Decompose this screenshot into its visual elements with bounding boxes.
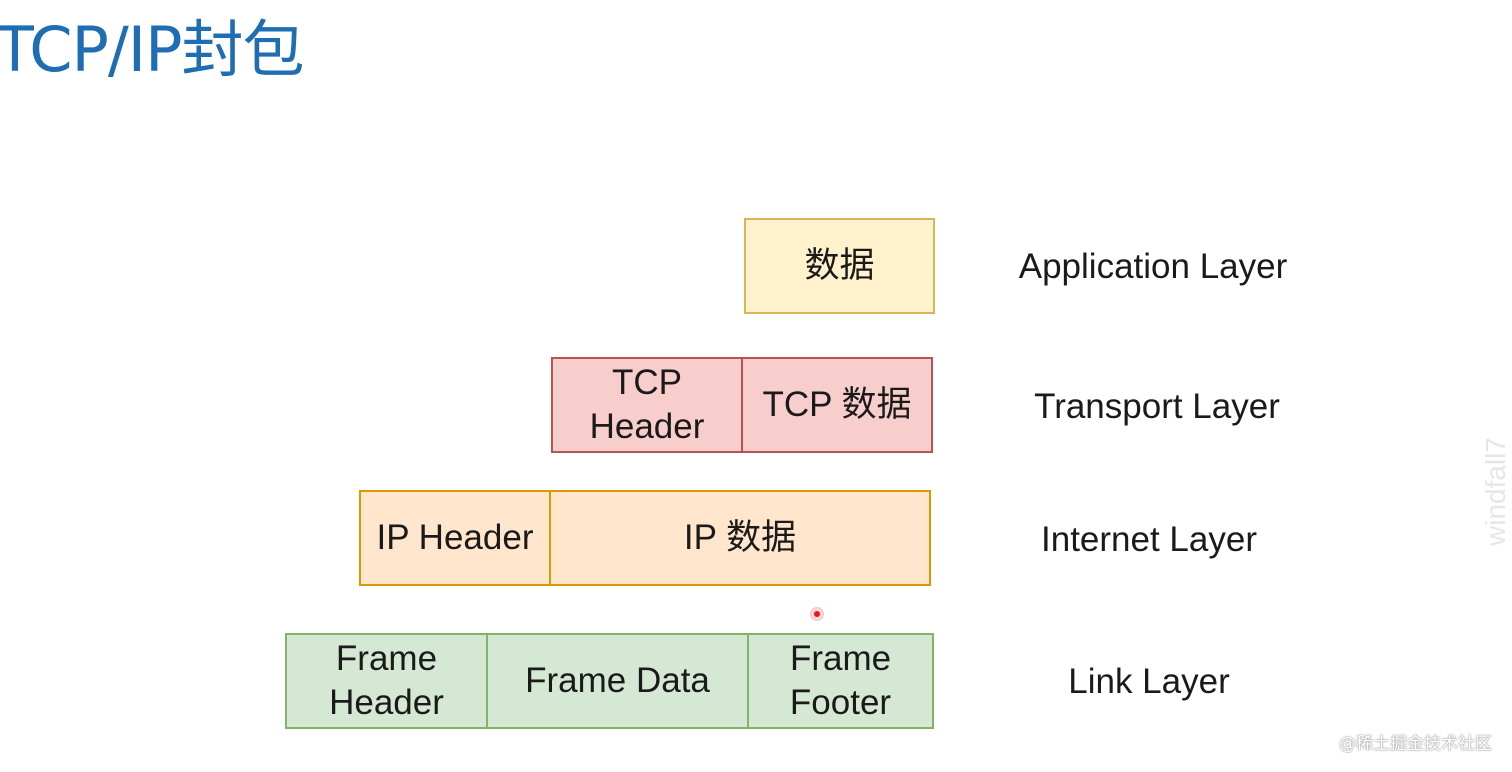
frame-data-block: Frame Data [486, 633, 749, 729]
laser-pointer-dot [811, 608, 823, 620]
application-data-block: 数据 [744, 218, 935, 314]
transport-layer-label: Transport Layer [1034, 387, 1280, 426]
side-watermark: windfall7 [1480, 437, 1511, 546]
link-layer-label: Link Layer [1068, 662, 1230, 701]
tcp-data-block: TCP 数据 [741, 357, 933, 453]
frame-footer-block: Frame Footer [747, 633, 934, 729]
frame-header-block: Frame Header [285, 633, 488, 729]
bottom-watermark: @稀土掘金技术社区 [1339, 734, 1492, 754]
ip-header-block: IP Header [359, 490, 551, 586]
ip-data-block: IP 数据 [549, 490, 931, 586]
page-title: TCP/IP封包 [0, 13, 304, 86]
internet-layer-label: Internet Layer [1041, 520, 1257, 559]
application-layer-label: Application Layer [1018, 247, 1288, 286]
tcp-header-block: TCP Header [551, 357, 743, 453]
